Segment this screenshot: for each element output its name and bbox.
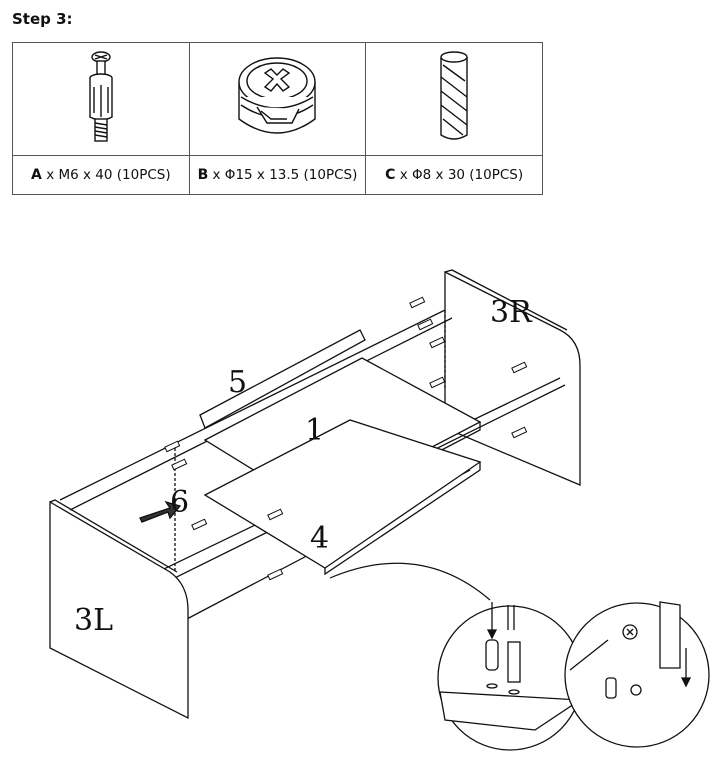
label-panel-1: 1 xyxy=(305,413,324,448)
wooden-dowel-icon xyxy=(440,51,468,140)
part-c-label: C x Φ8 x 30 (10PCS) xyxy=(365,155,543,195)
part-c-spec: x Φ8 x 30 (10PCS) xyxy=(399,167,524,183)
assembly-diagram: 1 3R 3L 4 5 6 xyxy=(49,269,710,751)
part-c-image-cell xyxy=(365,42,543,156)
label-panel-3l: 3L xyxy=(74,603,113,638)
part-c-letter: C xyxy=(385,167,396,183)
part-a-label: A x M6 x 40 (10PCS) xyxy=(12,155,190,195)
parts-table: A x M6 x 40 (10PCS) B x Φ15 x 13.5 (10PC… xyxy=(12,42,543,195)
part-b-letter: B xyxy=(197,167,209,183)
panel-3l xyxy=(49,500,189,720)
detail-circle-cam-lock xyxy=(564,601,710,748)
part-b-image-cell xyxy=(188,42,367,156)
panel-3r xyxy=(444,270,581,486)
panel-5 xyxy=(199,329,366,429)
part-b-label: B x Φ15 x 13.5 (10PCS) xyxy=(188,155,367,195)
cam-lock-nut-icon xyxy=(238,57,317,134)
part-a-image-cell xyxy=(12,42,190,156)
part-a-letter: A xyxy=(31,167,42,183)
cam-bolt-icon xyxy=(89,51,113,142)
step-title: Step 3: xyxy=(12,10,73,28)
label-panel-3r: 3R xyxy=(490,295,533,330)
label-panel-6: 6 xyxy=(170,485,189,520)
detail-circle-dowel-cam xyxy=(437,602,583,751)
part-a-spec: x M6 x 40 (10PCS) xyxy=(46,167,171,183)
label-panel-4: 4 xyxy=(310,521,329,556)
label-panel-5: 5 xyxy=(228,365,247,400)
part-b-spec: x Φ15 x 13.5 (10PCS) xyxy=(212,167,358,183)
